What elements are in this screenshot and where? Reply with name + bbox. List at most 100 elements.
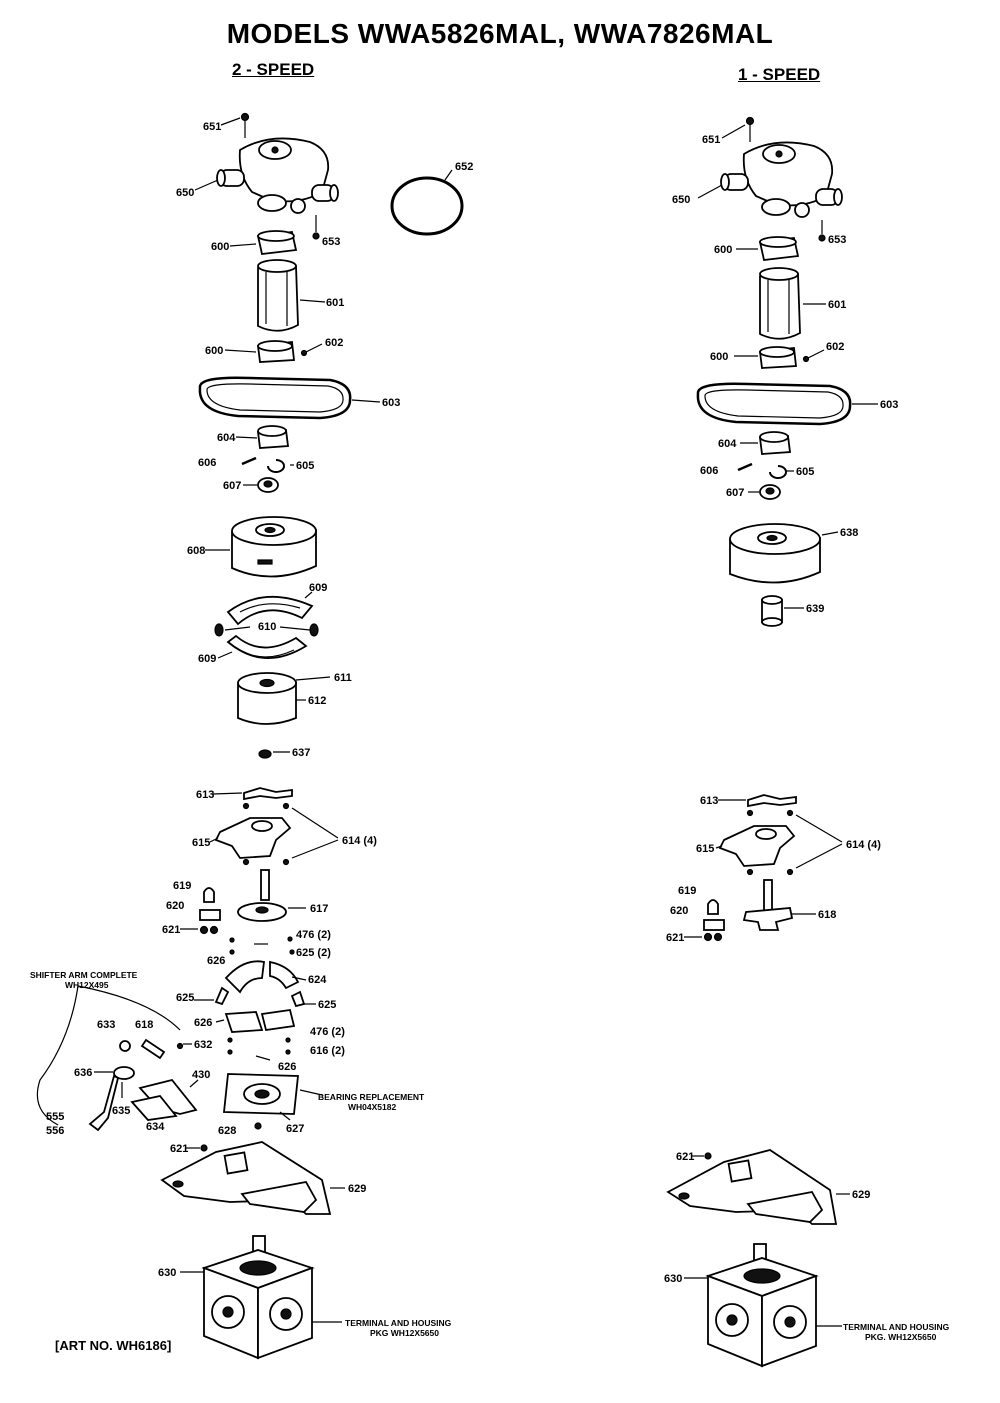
part-650-pump: [216, 137, 339, 214]
label-619-right: 619: [678, 885, 696, 897]
part-619-clip: [203, 887, 215, 903]
part-601-sleeve-right: [759, 267, 801, 340]
label-604-right: 604: [718, 438, 737, 450]
label-614: 614 (4): [342, 835, 377, 847]
part-620-block: [199, 909, 221, 921]
part-613-clamp: [243, 787, 293, 801]
terminal-right-line1: TERMINAL AND HOUSING: [843, 1322, 950, 1332]
label-618-right: 618: [818, 909, 836, 921]
part-616-476-hardware-lower: [227, 1037, 291, 1061]
label-632: 632: [194, 1039, 212, 1051]
label-634: 634: [146, 1121, 165, 1133]
part-603-belt: [198, 376, 352, 420]
label-607-right: 607: [726, 487, 744, 499]
terminal-right-line2: PKG. WH12X5650: [865, 1332, 937, 1342]
part-617-gear-shaft: [237, 869, 287, 922]
label-613-right: 613: [700, 795, 718, 807]
part-624-626-brake-segments: [214, 960, 306, 1033]
label-620: 620: [166, 900, 184, 912]
part-629-mounting-plate-right: [666, 1149, 838, 1225]
label-626-lower: 626: [278, 1061, 296, 1073]
label-650-right: 650: [672, 194, 690, 206]
label-616: 616 (2): [310, 1045, 345, 1057]
shifter-arm-note-line1: SHIFTER ARM COMPLETE: [30, 970, 138, 980]
part-653-screw: [312, 215, 320, 240]
label-619: 619: [173, 880, 191, 892]
left-part-labels: 651 650 653 652 600 601 600 602 603 604 …: [46, 121, 473, 1279]
label-629-right: 629: [852, 1189, 870, 1201]
label-476-upper: 476 (2): [296, 929, 331, 941]
bearing-replacement-note: BEARING REPLACEMENT WH04X5182: [318, 1092, 424, 1112]
part-620-block-right: [703, 919, 725, 931]
label-609-lower: 609: [198, 653, 216, 665]
label-607: 607: [223, 480, 241, 492]
part-651-screw: [240, 112, 250, 138]
label-603: 603: [382, 397, 400, 409]
label-628: 628: [218, 1125, 236, 1137]
label-624: 624: [308, 974, 327, 986]
part-602-screw-right: [802, 349, 825, 363]
part-614-screws: [242, 802, 290, 866]
part-611-hub: [237, 672, 297, 725]
label-600-lower-right: 600: [710, 351, 728, 363]
label-608: 608: [187, 545, 205, 557]
label-627: 627: [286, 1123, 304, 1135]
part-606-key-right: [737, 462, 753, 472]
label-610: 610: [258, 621, 276, 633]
label-600-upper: 600: [211, 241, 229, 253]
label-604: 604: [217, 432, 236, 444]
part-629-mounting-plate: [160, 1141, 332, 1215]
label-621: 621: [162, 924, 180, 936]
label-555: 555: [46, 1111, 64, 1123]
page-title: MODELS WWA5826MAL, WWA7826MAL: [226, 18, 774, 49]
label-606: 606: [198, 457, 216, 469]
label-636: 636: [74, 1067, 92, 1079]
part-621-washers-right: [703, 932, 723, 942]
label-618: 618: [135, 1019, 153, 1031]
right-part-labels: 651 650 653 600 601 600 602 603 604 606 …: [664, 134, 898, 1285]
label-625-right: 625: [318, 999, 336, 1011]
label-602: 602: [325, 337, 343, 349]
label-626-middle: 626: [194, 1017, 212, 1029]
part-652-seal-ring: [390, 176, 464, 236]
part-610-springs: [214, 623, 319, 637]
label-611: 611: [334, 672, 352, 684]
one-speed-heading: 1 - SPEED: [738, 65, 821, 84]
label-629: 629: [348, 1183, 366, 1195]
part-639-bushing-right: [761, 595, 783, 627]
label-621-right: 621: [666, 932, 684, 944]
label-556: 556: [46, 1125, 64, 1137]
part-650-pump-right: [720, 141, 843, 218]
label-625-upper: 625 (2): [296, 947, 331, 959]
two-speed-heading: 2 - SPEED: [232, 60, 315, 79]
part-607-nut-right: [759, 484, 781, 500]
part-602-screw: [300, 343, 323, 357]
label-621-lower-right: 621: [676, 1151, 694, 1163]
part-614-screws-right: [746, 809, 794, 876]
part-600-clamp-upper-right: [758, 236, 800, 261]
terminal-left-line2: PKG WH12X5650: [370, 1328, 439, 1338]
part-613-clamp-right: [747, 794, 797, 808]
label-605-right: 605: [796, 466, 814, 478]
label-653-right: 653: [828, 234, 846, 246]
label-650: 650: [176, 187, 194, 199]
label-606-right: 606: [700, 465, 718, 477]
part-shifter-arm-assembly: [36, 985, 198, 1132]
label-651-right: 651: [702, 134, 720, 146]
part-627-bearing-plate: [223, 1073, 299, 1115]
part-600-clamp-upper: [256, 230, 298, 255]
label-617: 617: [310, 903, 328, 915]
part-653-screw-right: [818, 220, 826, 242]
label-609-upper: 609: [309, 582, 327, 594]
label-626-upper: 626: [207, 955, 225, 967]
label-605: 605: [296, 460, 314, 472]
label-630: 630: [158, 1267, 176, 1279]
label-639-right: 639: [806, 603, 824, 615]
label-621-lower: 621: [170, 1143, 188, 1155]
part-600-clamp-lower: [256, 340, 295, 363]
bearing-note-line1: BEARING REPLACEMENT: [318, 1092, 425, 1102]
part-609-brake-shoe-upper: [226, 595, 314, 626]
part-630-motor: [201, 1235, 315, 1360]
label-600-upper-right: 600: [714, 244, 732, 256]
